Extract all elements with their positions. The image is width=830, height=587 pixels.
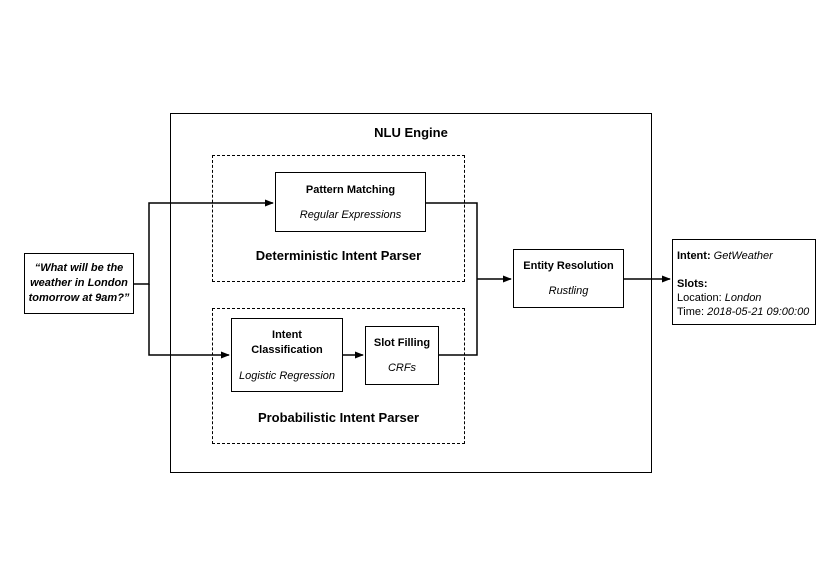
input-sentence-box: “What will be the weather in London tomo… — [24, 253, 134, 314]
intent-classification-subtitle: Logistic Regression — [239, 370, 335, 382]
slot-filling-box: Slot Filling CRFs — [365, 326, 439, 385]
output-time-value: 2018-05-21 09:00:00 — [707, 306, 810, 318]
nlu-engine-title: NLU Engine — [374, 125, 448, 140]
entity-resolution-box: Entity Resolution Rustling — [513, 249, 624, 308]
slot-filling-subtitle: CRFs — [387, 362, 417, 374]
input-line-2: weather in London — [30, 277, 128, 289]
intent-classification-title-1: Intent — [272, 329, 302, 341]
input-to-intent-arrow — [148, 284, 230, 359]
output-location-row: Location: London — [677, 291, 815, 305]
slot-to-merge-line — [439, 279, 478, 356]
input-line-1: “What will be the — [34, 262, 124, 274]
output-time-label: Time: — [677, 306, 705, 318]
pattern-matching-subtitle: Regular Expressions — [299, 208, 402, 221]
nlu-engine-container — [170, 113, 652, 473]
intent-classification-box: Intent Classification Logistic Regressio… — [231, 318, 343, 392]
entity-resolution-subtitle: Rustling — [548, 285, 589, 297]
input-line-3: tomorrow at 9am?” — [28, 292, 130, 304]
output-location-value: London — [724, 292, 762, 304]
deterministic-parser-title: Deterministic Intent Parser — [255, 248, 422, 263]
output-slots-label: Slots: — [677, 278, 708, 290]
output-intent-value: GetWeather — [713, 250, 773, 262]
probabilistic-parser-group — [212, 308, 465, 444]
pattern-matching-box: Pattern Matching Regular Expressions — [275, 172, 426, 232]
output-time-row: Time: 2018-05-21 09:00:00 — [677, 305, 815, 319]
output-intent-label: Intent: — [677, 250, 711, 262]
input-to-pattern-arrow — [134, 199, 274, 285]
pattern-matching-title: Pattern Matching — [305, 183, 396, 196]
slot-filling-title: Slot Filling — [373, 337, 431, 349]
output-box: Intent: GetWeather Slots: Location: Lond… — [672, 239, 816, 325]
output-location-label: Location: — [677, 292, 722, 304]
intent-classification-title-2: Classification — [251, 344, 323, 356]
entity-resolution-title: Entity Resolution — [523, 260, 614, 272]
pattern-to-merge-line — [426, 202, 478, 279]
probabilistic-parser-title: Probabilistic Intent Parser — [257, 410, 420, 425]
deterministic-parser-group — [212, 155, 465, 282]
output-intent-row: Intent: GetWeather — [677, 249, 815, 263]
